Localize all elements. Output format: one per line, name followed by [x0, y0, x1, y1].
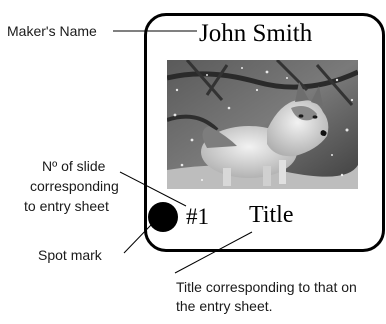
title-note-line2: the entry sheet. [176, 298, 273, 314]
slide-number-text: #1 [186, 204, 209, 229]
title-note-line1: Title corresponding to that on [176, 279, 357, 295]
spot-mark-dot [148, 202, 178, 232]
slide-number-label-line3: to entry sheet [24, 198, 109, 214]
slide-number-label-line2: corresponding [30, 178, 119, 194]
wolf-photo [167, 60, 358, 189]
slide-number-label-line1: Nº of slide [42, 158, 106, 174]
snowflakes [173, 67, 354, 181]
title-leader [174, 231, 253, 274]
spot-mark-leader [123, 224, 152, 254]
wolf-shape [201, 82, 329, 186]
slide-title-text: Title [249, 202, 294, 228]
slide-number-leader [119, 171, 187, 207]
spot-mark-label: Spot mark [38, 247, 102, 263]
maker-name-text: John Smith [199, 20, 313, 47]
maker-name-label: Maker's Name [7, 23, 97, 39]
